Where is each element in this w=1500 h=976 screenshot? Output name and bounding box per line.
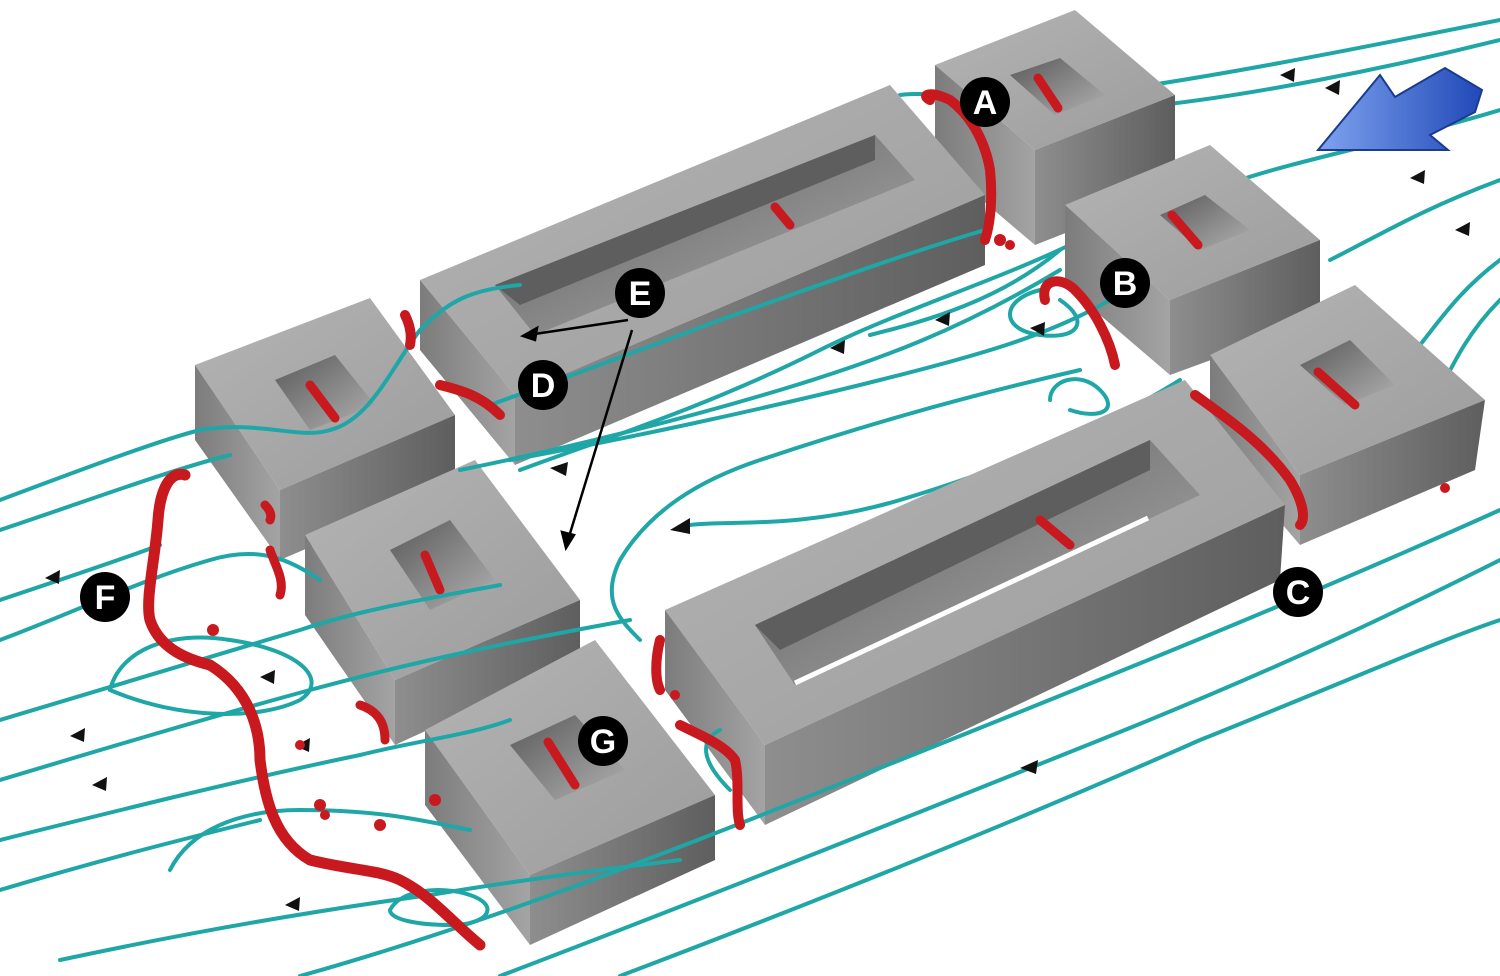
label-e-pointers bbox=[519, 318, 634, 552]
streamline bbox=[58, 858, 682, 962]
vortex-core-c bbox=[1190, 390, 1308, 530]
label-a-badge: A bbox=[960, 77, 1010, 127]
triangle-arrowhead-icon bbox=[260, 670, 275, 684]
vortex-core-g-right bbox=[675, 720, 745, 830]
label-e: E bbox=[629, 275, 652, 313]
label-b-badge: B bbox=[1100, 258, 1150, 308]
vortex-core-left3 bbox=[260, 500, 276, 525]
block-long-top bbox=[420, 85, 985, 465]
triangle-arrowhead-icon bbox=[550, 462, 568, 476]
block-c bbox=[1210, 285, 1485, 545]
triangle-arrowhead-icon bbox=[1030, 322, 1045, 336]
streamline bbox=[0, 583, 502, 722]
label-g: G bbox=[590, 723, 616, 761]
label-g-badge: G bbox=[578, 716, 628, 766]
block-long-bottom bbox=[665, 380, 1285, 825]
streamlines-back bbox=[518, 18, 1500, 642]
streamline bbox=[0, 283, 522, 502]
vortex-core-d2 bbox=[400, 310, 416, 350]
label-c-badge: C bbox=[1273, 567, 1323, 617]
streamline bbox=[868, 248, 1062, 337]
vortex-core-g-left bbox=[651, 635, 665, 695]
label-d: D bbox=[531, 367, 556, 405]
label-f: F bbox=[95, 579, 116, 617]
triangle-arrowhead-icon bbox=[1410, 170, 1425, 184]
triangle-arrowhead-icon bbox=[1280, 68, 1295, 82]
streamline bbox=[168, 807, 472, 872]
streamline bbox=[0, 543, 162, 602]
streamline bbox=[0, 818, 262, 892]
triangle-arrowhead-icon bbox=[285, 897, 300, 911]
streamline bbox=[0, 718, 512, 842]
vortex-core-left1 bbox=[265, 545, 286, 600]
streamline bbox=[498, 558, 1500, 976]
streamline bbox=[0, 453, 232, 532]
label-e-badge: E bbox=[615, 268, 665, 318]
triangle-arrowhead-icon bbox=[670, 518, 690, 534]
label-b: B bbox=[1113, 265, 1138, 303]
streamline bbox=[0, 551, 322, 642]
triangle-arrowhead-icon bbox=[1020, 760, 1038, 774]
streamline bbox=[618, 618, 1500, 976]
vortex-core-d bbox=[435, 380, 505, 420]
triangle-arrowhead-icon bbox=[92, 777, 107, 791]
vortex-fragments bbox=[207, 234, 1450, 831]
label-badges: A B C D E F G bbox=[80, 77, 1323, 766]
block-arrow-icon bbox=[1315, 66, 1484, 151]
vortex-core-f bbox=[143, 468, 486, 951]
streamline bbox=[1328, 178, 1500, 262]
vortex-cores bbox=[143, 89, 1308, 951]
triangle-arrowhead-icon bbox=[70, 728, 85, 742]
block-d bbox=[195, 298, 455, 560]
triangle-arrowhead-icon bbox=[1325, 80, 1340, 95]
streamline bbox=[1418, 258, 1500, 347]
triangle-arrowhead-icon bbox=[45, 570, 60, 584]
streamline bbox=[609, 368, 1082, 642]
streamline bbox=[1048, 377, 1110, 416]
triangle-arrowhead-icon bbox=[1455, 222, 1470, 236]
label-c: C bbox=[1286, 574, 1311, 612]
streamline bbox=[458, 268, 1062, 472]
streamline bbox=[1158, 38, 1500, 107]
triangle-arrowhead-icon bbox=[935, 312, 950, 326]
streamline bbox=[108, 635, 314, 716]
vortex-core-a bbox=[921, 89, 997, 245]
streamline bbox=[704, 728, 732, 792]
label-a: A bbox=[973, 84, 998, 122]
label-f-badge: F bbox=[80, 572, 130, 622]
vortex-core-b bbox=[1039, 276, 1120, 370]
vortex-core-left2 bbox=[355, 700, 390, 745]
label-d-badge: D bbox=[518, 360, 568, 410]
triangle-arrowhead-icon bbox=[830, 340, 845, 354]
